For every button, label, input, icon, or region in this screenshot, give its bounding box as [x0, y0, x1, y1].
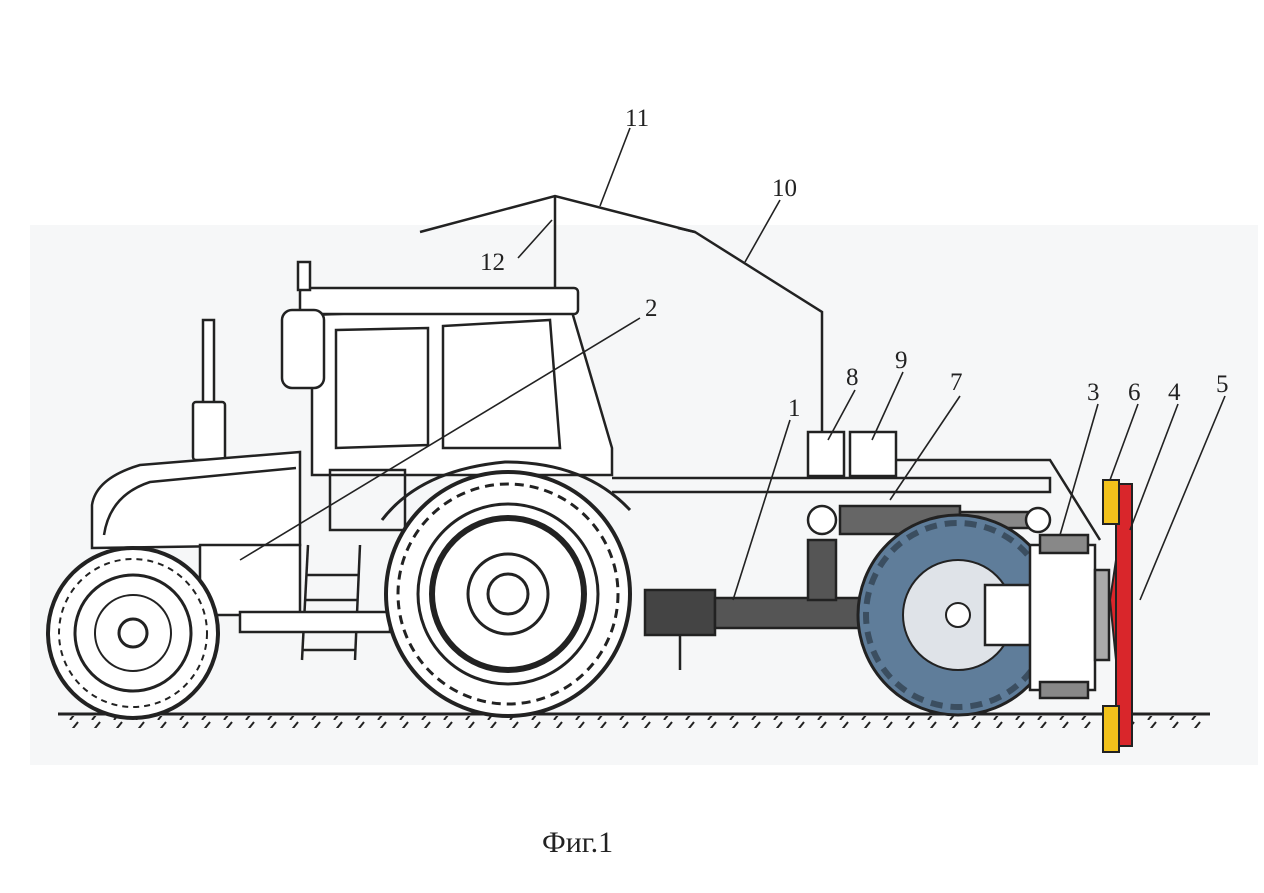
label-7: 7 [950, 369, 963, 396]
part-labels: 1 2 3 4 5 6 7 8 9 10 11 12 [480, 105, 1229, 422]
leader-lines [239, 127, 1226, 601]
label-1: 1 [788, 395, 801, 422]
label-8: 8 [846, 364, 859, 391]
label-12: 12 [480, 249, 505, 276]
label-5: 5 [1216, 371, 1229, 398]
label-10: 10 [772, 175, 797, 202]
gearbox-hub [983, 533, 1111, 700]
label-9: 9 [895, 347, 908, 374]
label-6: 6 [1128, 379, 1141, 406]
figure-caption: Фиг.1 [542, 826, 613, 859]
sensor-mast-frame [419, 194, 824, 432]
control-boxes [806, 430, 898, 478]
front-wheel [46, 546, 220, 720]
red-disc [1102, 479, 1133, 753]
rear-wheel [384, 470, 632, 718]
hitch-arm [643, 588, 967, 670]
label-3: 3 [1087, 379, 1100, 406]
ground [58, 712, 1210, 728]
tractor-body [90, 260, 1102, 661]
label-11: 11 [625, 105, 649, 132]
label-4: 4 [1168, 379, 1181, 406]
label-2: 2 [645, 295, 658, 322]
